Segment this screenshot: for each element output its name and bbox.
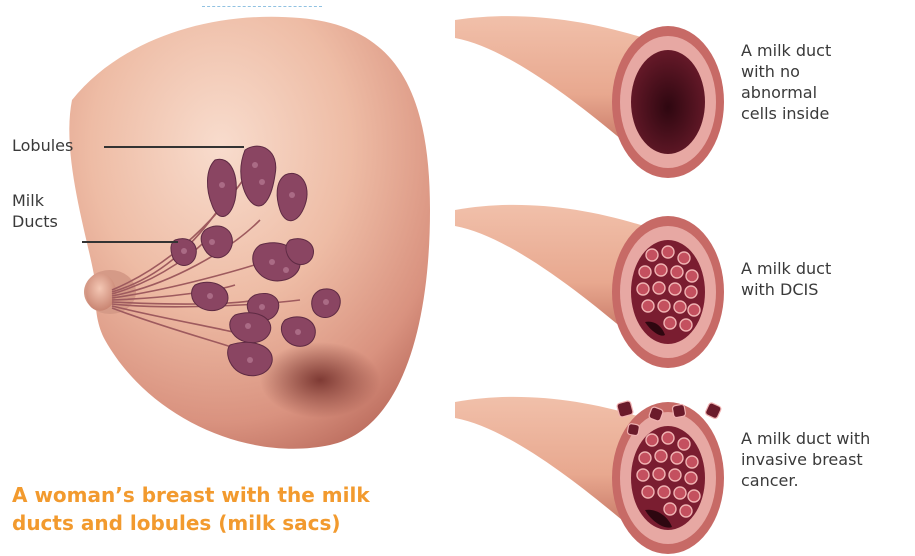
figure-caption: A woman’s breast with the milk ducts and… [12,481,432,537]
milk-ducts-leader-line [82,241,178,243]
duct-normal-illustration [455,16,724,178]
lobules-leader-line [104,146,244,148]
duct-dcis-caption: A milk duct with DCIS [741,258,831,300]
duct-normal-caption: A milk duct with no abnormal cells insid… [741,40,831,124]
breast-illustration [69,17,430,449]
duct-dcis-illustration [455,205,724,368]
milk-ducts-label: Milk Ducts [12,190,58,232]
lobules-label: Lobules [12,135,73,156]
duct-invasive-illustration [455,397,724,554]
duct-invasive-caption: A milk duct with invasive breast cancer. [741,428,870,491]
